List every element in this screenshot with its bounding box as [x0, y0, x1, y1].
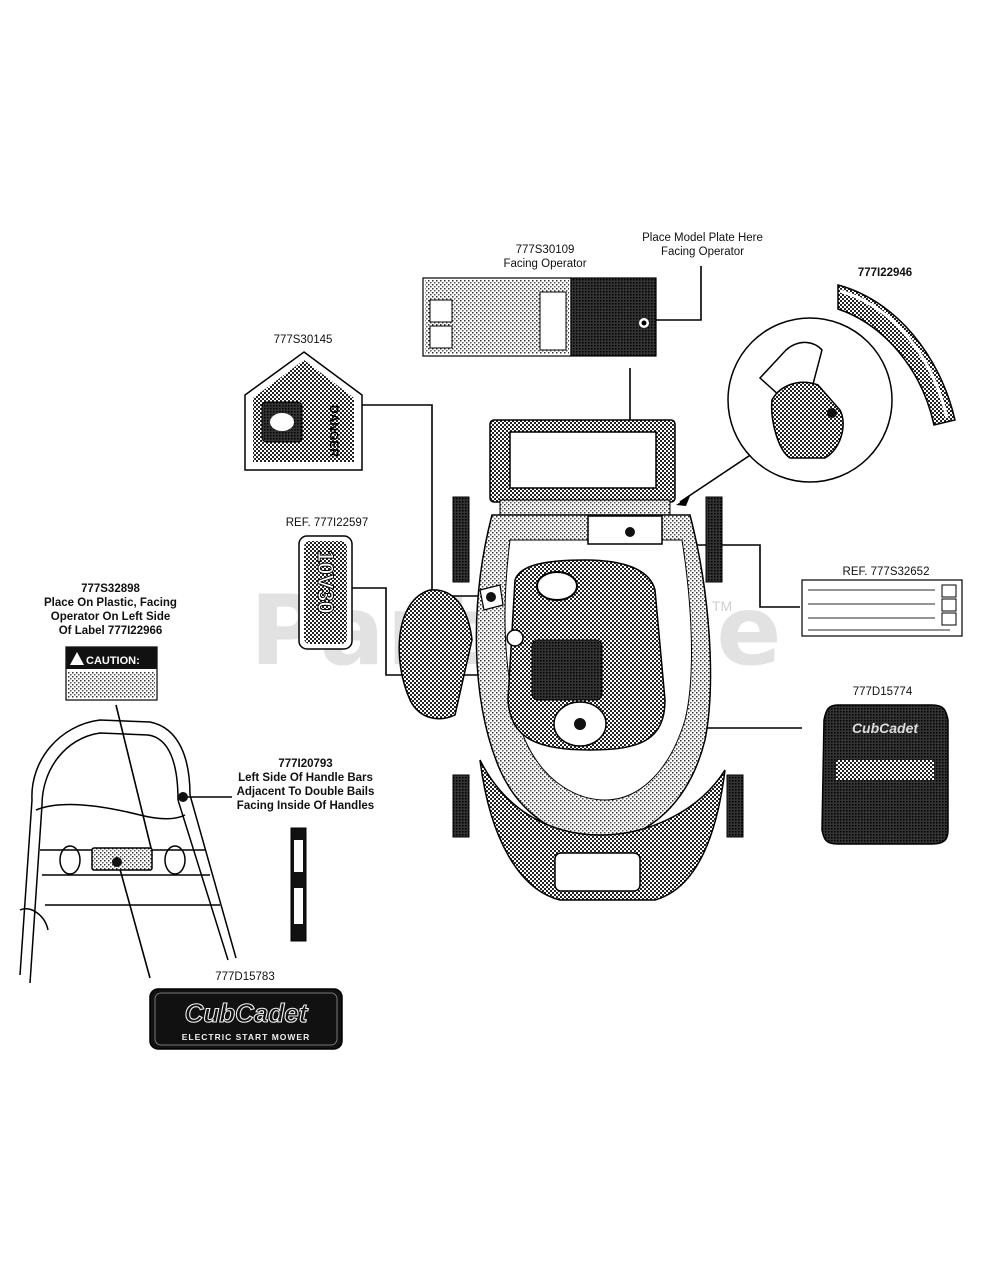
detail-circle [727, 317, 893, 483]
callout-model-plate: Place Model Plate Here Facing Operator [642, 232, 763, 258]
callout-777s30109: 777S30109 Facing Operator [503, 244, 587, 270]
callout-777d15774: 777D15774 [852, 686, 913, 698]
series-badge-text: 10V30 [313, 550, 338, 614]
label-777d15783-brand: CubCadet ELECTRIC START MOWER [149, 988, 343, 1050]
mower-top-view [398, 419, 744, 901]
callout-777i20793: 777I20793 Left Side Of Handle Bars Adjac… [236, 758, 375, 812]
label-777i22597-badge: 10V30 [298, 535, 353, 650]
brand-script: CubCadet [185, 998, 309, 1028]
callout-777s32652: REF. 777S32652 [842, 566, 930, 578]
callout-777i22946: 777I22946 [857, 267, 913, 279]
label-777s32652 [801, 579, 963, 637]
label-777d15774-plate: CubCadet [821, 704, 949, 845]
callout-777i22597: REF. 777I22597 [285, 517, 369, 529]
handle-bars [19, 719, 237, 984]
danger-word: DANGER [327, 405, 341, 457]
label-777s30109 [422, 277, 657, 357]
label-777i20793-strip [290, 827, 307, 942]
label-777s30145-danger: DANGER [244, 351, 363, 471]
watermark-trademark: TM [712, 598, 733, 614]
callout-777d15783: 777D15783 [215, 971, 275, 983]
callout-777s30145: 777S30145 [273, 334, 333, 346]
caution-word: CAUTION: [86, 655, 140, 667]
arrowhead [676, 496, 690, 506]
label-777i22946-arc [837, 284, 956, 426]
electric-start-text: ELECTRIC START MOWER [182, 1032, 310, 1042]
plate-brand: CubCadet [852, 720, 919, 736]
callout-777s32898: 777S32898 Place On Plastic, Facing Opera… [44, 583, 177, 637]
label-777s32898-caution: CAUTION: [65, 646, 158, 701]
